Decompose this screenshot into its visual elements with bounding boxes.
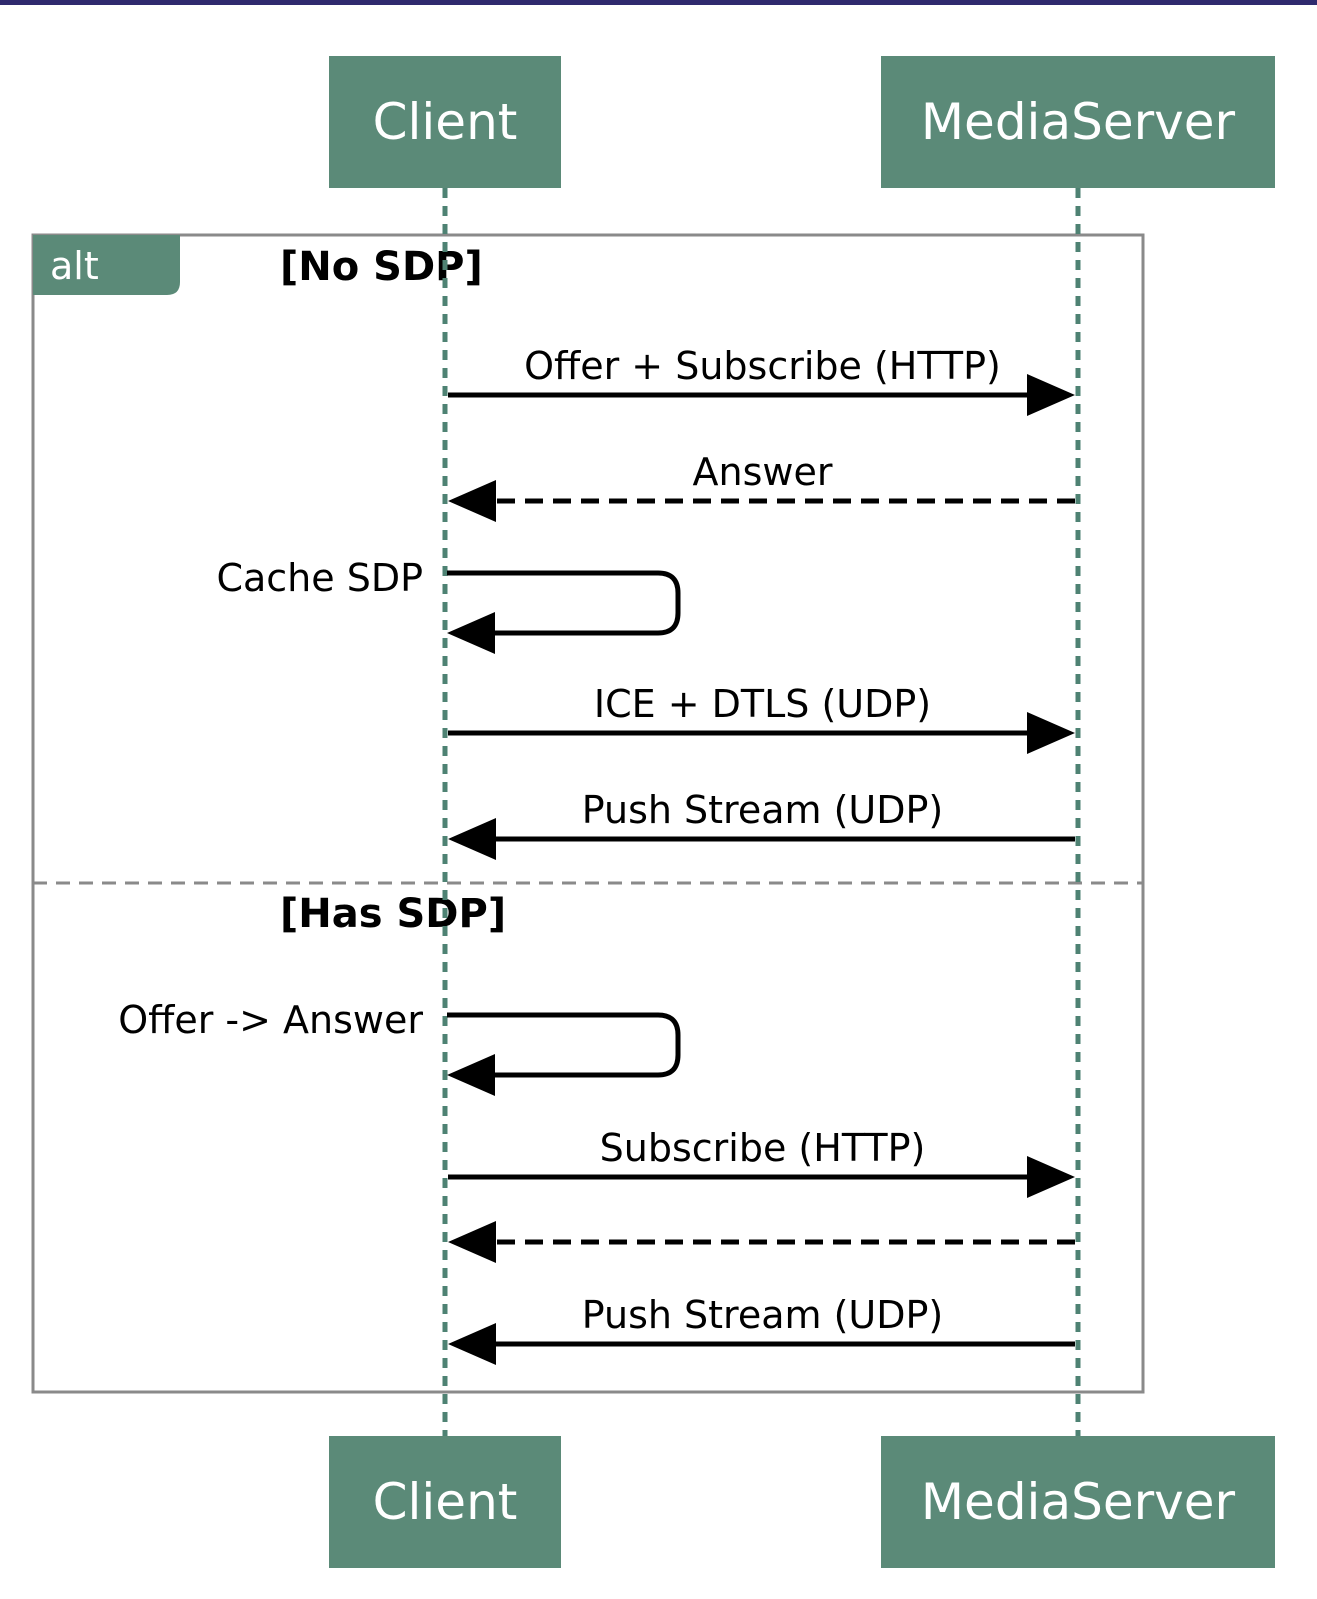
alt-frame: alt <box>31 233 1145 1394</box>
message: Push Stream (UDP) <box>448 788 1075 860</box>
participant-box <box>329 1436 561 1568</box>
participant-label: MediaServer <box>921 93 1236 151</box>
participant-box <box>881 1436 1275 1568</box>
message-label: Answer <box>693 450 833 494</box>
participant-box <box>329 56 561 188</box>
participant-client-bottom: Client <box>329 1436 561 1568</box>
message <box>448 1221 1075 1263</box>
message: Offer -> Answer <box>118 998 681 1096</box>
arrowhead <box>448 1221 496 1263</box>
message-label: ICE + DTLS (UDP) <box>594 682 931 726</box>
message: Cache SDP <box>216 556 681 654</box>
alt-tag <box>33 235 180 295</box>
participant-mediaserver-top: MediaServer <box>881 56 1275 188</box>
arrowhead <box>1027 712 1075 754</box>
self-message-line <box>447 570 681 636</box>
participant-label: Client <box>373 93 518 151</box>
message: Subscribe (HTTP) <box>448 1126 1075 1198</box>
guard-label: [No SDP] <box>280 244 483 290</box>
arrowhead <box>448 818 496 860</box>
arrowhead <box>447 1054 495 1096</box>
message-label: Push Stream (UDP) <box>582 788 944 832</box>
participant-mediaserver-bottom: MediaServer <box>881 1436 1275 1568</box>
message-label: Push Stream (UDP) <box>582 1293 944 1337</box>
participant-box <box>881 56 1275 188</box>
message: ICE + DTLS (UDP) <box>448 682 1075 754</box>
participant-label: MediaServer <box>921 1473 1236 1531</box>
message: Offer + Subscribe (HTTP) <box>448 344 1075 416</box>
participant-client-top: Client <box>329 56 561 188</box>
alt-frame-border <box>31 233 1145 1394</box>
self-message-line <box>447 1012 681 1078</box>
message-label: Cache SDP <box>216 556 423 600</box>
top-border <box>0 0 1317 5</box>
message-label: Offer -> Answer <box>118 998 423 1042</box>
message-label: Subscribe (HTTP) <box>600 1126 926 1170</box>
arrowhead <box>1027 1156 1075 1198</box>
guard-label: [Has SDP] <box>280 891 506 937</box>
message: Answer <box>448 450 1075 522</box>
arrowhead <box>448 480 496 522</box>
arrowhead <box>448 1323 496 1365</box>
participant-label: Client <box>373 1473 518 1531</box>
alt-tag-label: alt <box>50 244 99 288</box>
arrowhead <box>1027 374 1075 416</box>
message-label: Offer + Subscribe (HTTP) <box>524 344 1001 388</box>
message: Push Stream (UDP) <box>448 1293 1075 1365</box>
arrowhead <box>447 612 495 654</box>
